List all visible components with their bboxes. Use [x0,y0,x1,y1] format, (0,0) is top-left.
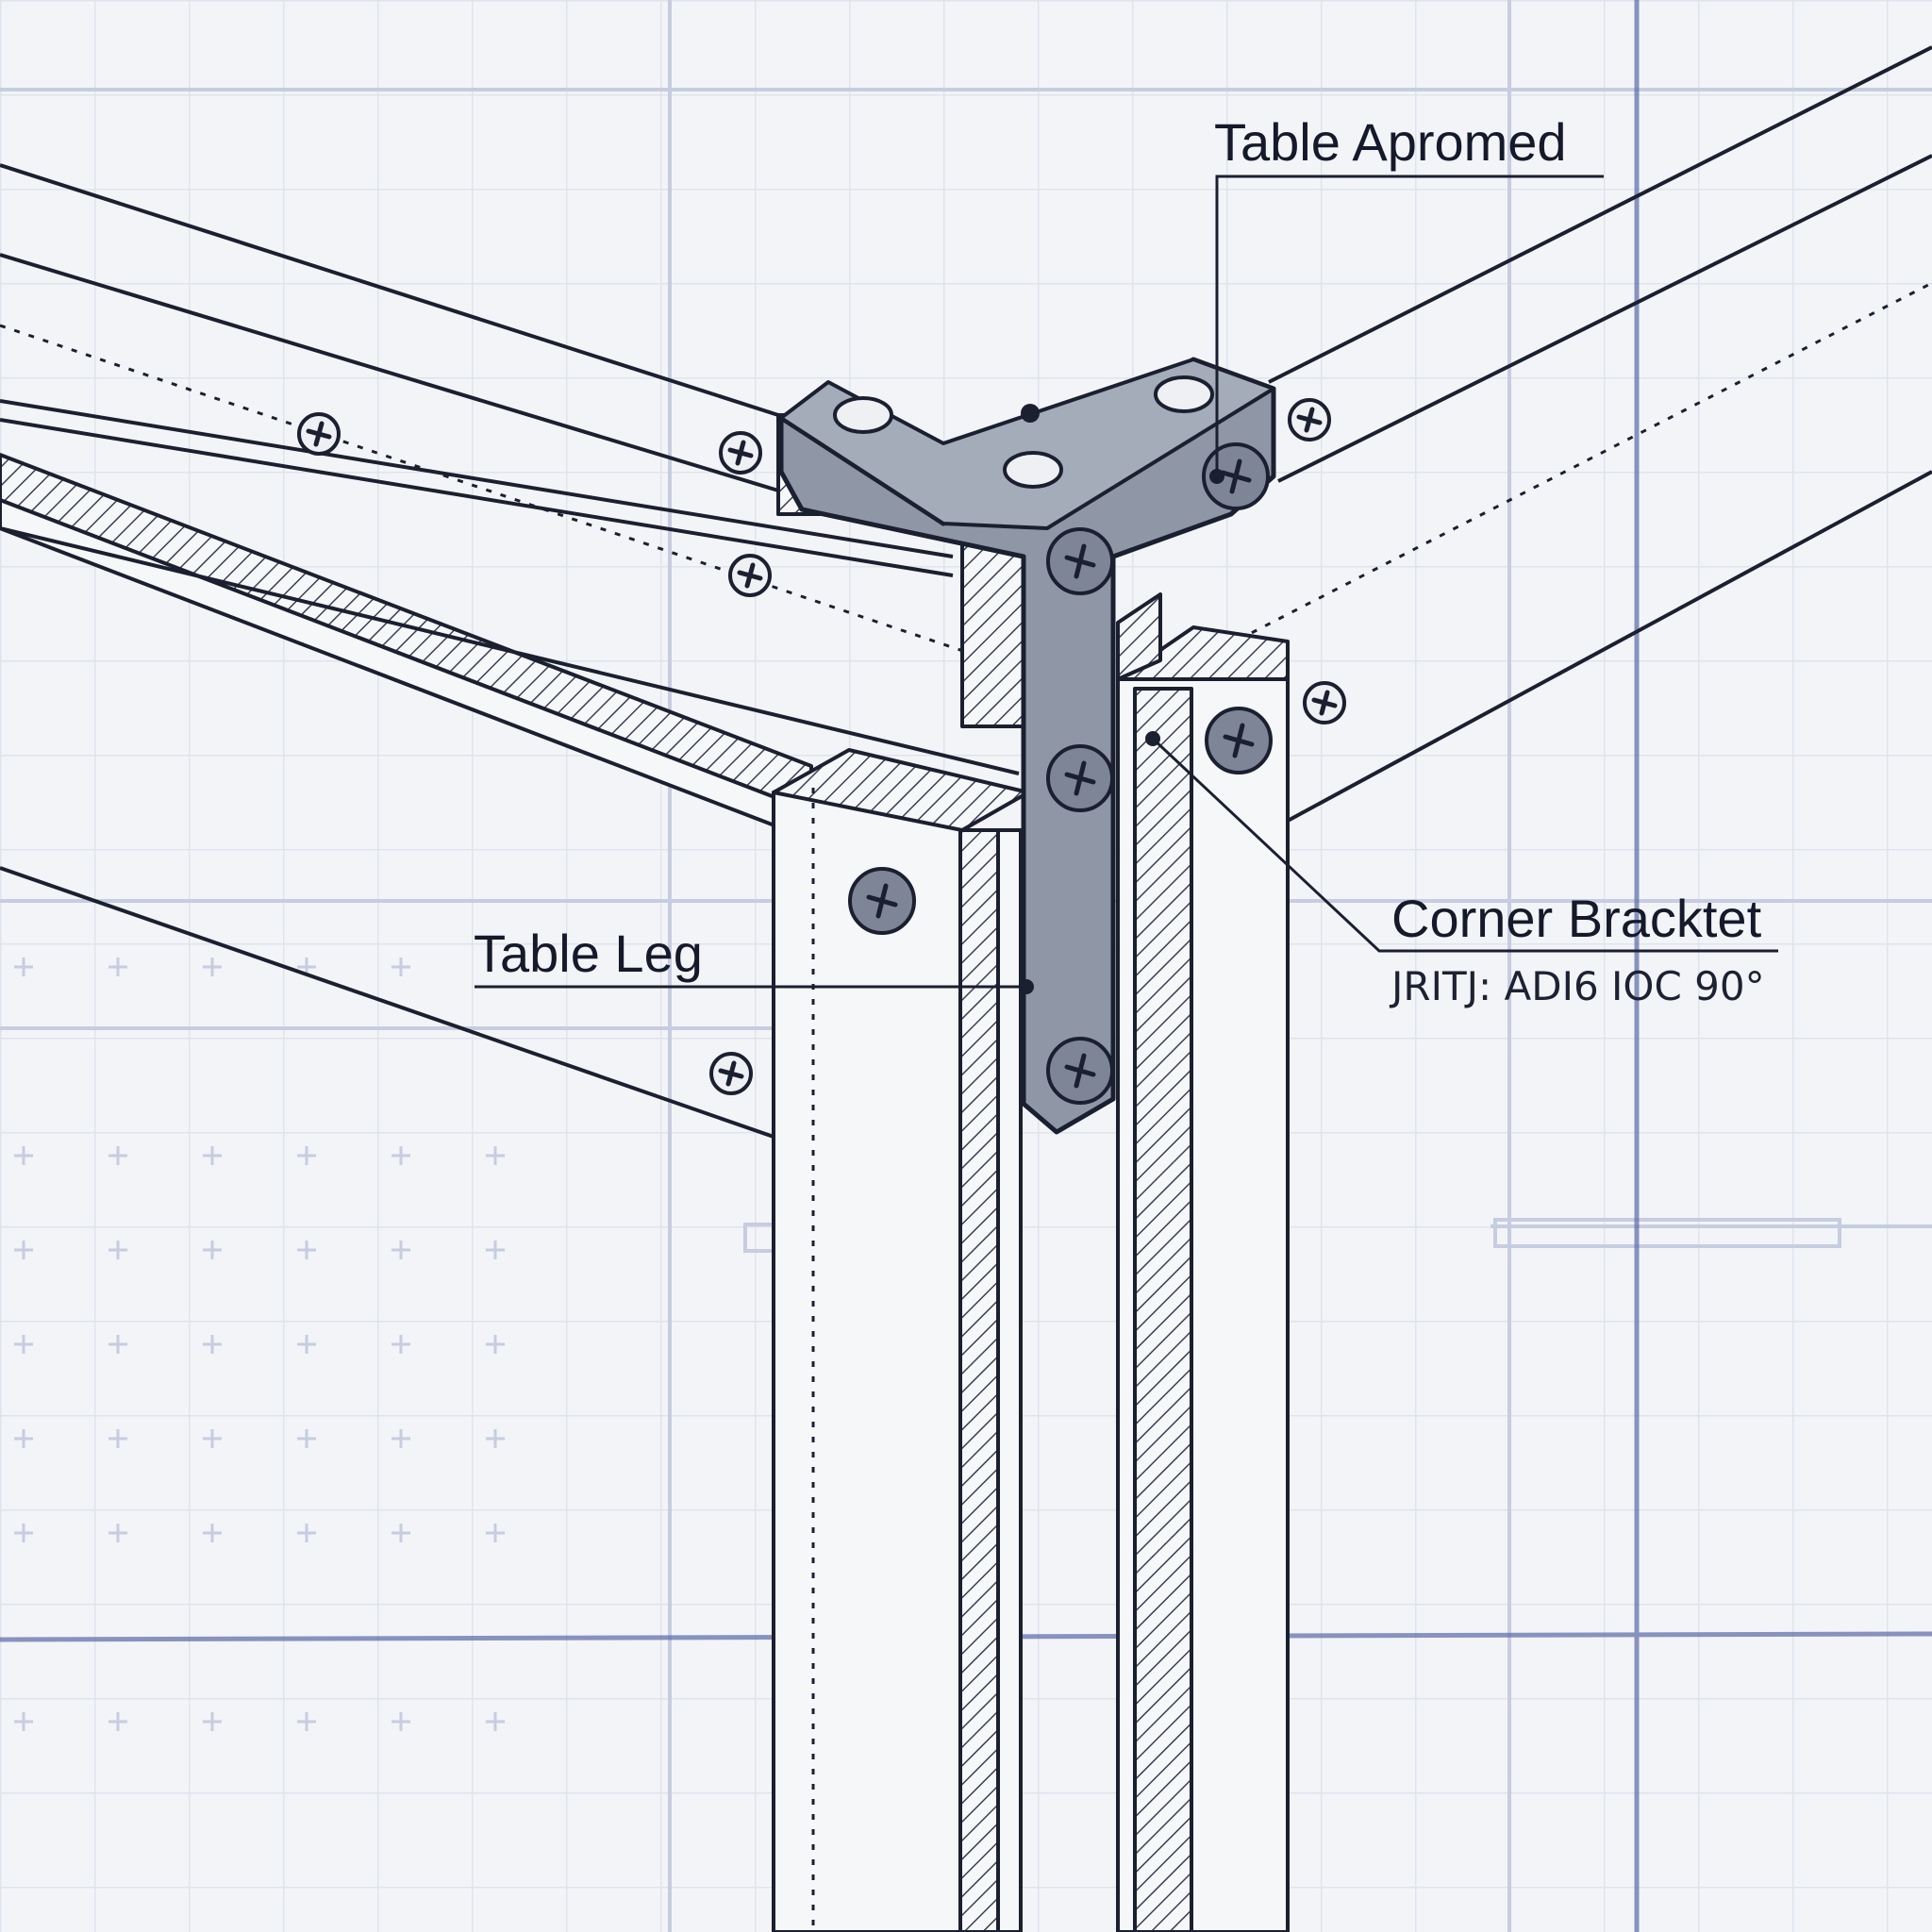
label-bracket-spec: ЈRITJ: ADI6 IOC 90° [1389,963,1765,1009]
leader-lines [475,175,1778,989]
bracket-bolt-icon [1048,1039,1112,1103]
screw-icon [730,556,770,595]
screw-icon [1290,400,1329,440]
table-leg [772,625,1290,1932]
label-corner-bracket: Corner Bracktet [1391,889,1762,948]
bracket-reference-dot [1021,404,1040,423]
apron-leader-dot [1209,469,1224,484]
label-table-leg: Table Leg [474,924,703,983]
bracket-leader-dot [1145,731,1160,746]
left-apron [0,163,1020,1139]
screw-icon [1305,683,1344,723]
corner-bracket [778,357,1276,1135]
grid-tick-marks [14,958,505,1731]
leg-bolt-icon [850,869,914,933]
bracket-bolt-icon [1048,746,1112,810]
leg-leader-dot [1019,979,1034,994]
screw-icon [711,1054,751,1093]
bracket-bolt-icon [1048,529,1112,593]
label-table-apron: Table Apromed [1214,112,1567,172]
leg-bolt-icon [1207,708,1271,773]
screw-icon [721,433,760,473]
screw-icon [299,414,339,454]
bracket-top-holes [833,375,1214,489]
right-apron [1197,45,1932,823]
